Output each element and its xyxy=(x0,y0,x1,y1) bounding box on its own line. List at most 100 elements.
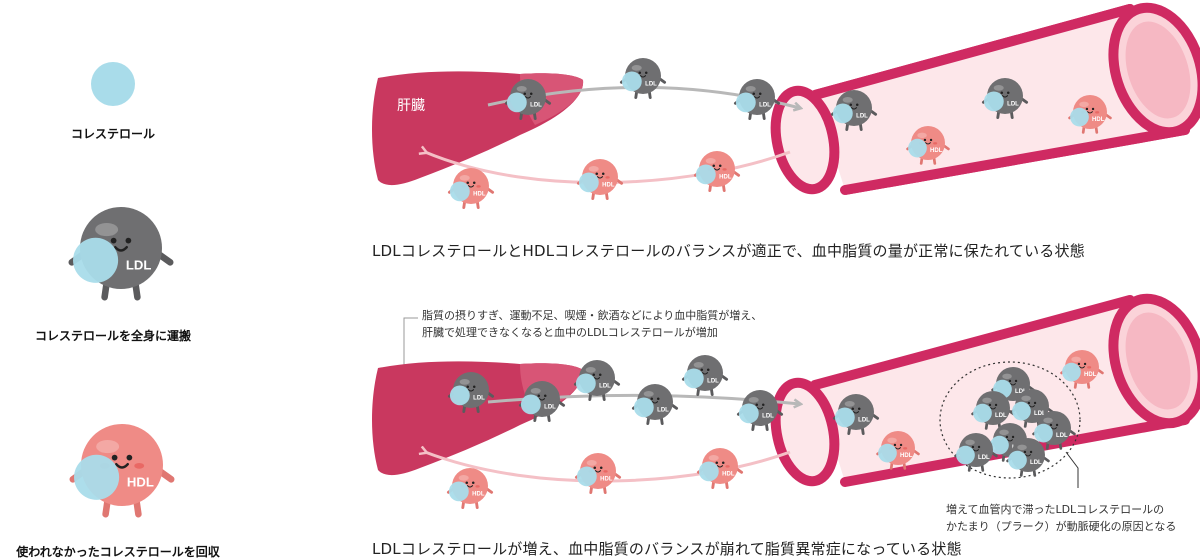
hdl-particle-top-8: HDL xyxy=(693,151,741,193)
cholesterol-ball xyxy=(878,443,897,463)
hdl-legend-label: 使われなかったコレステロールを回収 xyxy=(16,545,220,559)
top-caption: LDLコレステロールとHDLコレステロールのバランスが適正で、血中脂質の量が正常… xyxy=(372,242,1085,260)
ldl-legend-character: LDL xyxy=(68,207,174,301)
ldl-particle-top-1: LDL xyxy=(619,58,667,100)
particle-badge-text: HDL xyxy=(900,453,913,459)
bottom-panel: LDL LDL LDL LDL LDL LDL LDL HDL HDL LDL LDL LDL LDL L… xyxy=(372,293,1200,510)
particle-badge-text: HDL xyxy=(1092,117,1105,123)
legend: LDL HDL xyxy=(68,62,175,518)
particle-badge-text: HDL xyxy=(473,191,486,197)
bottom-cause-note: 脂質の摂りすぎ、運動不足、喫煙・飲酒などにより血中脂質が増え、 肝臓で処理できな… xyxy=(422,307,762,341)
cholesterol-ball xyxy=(956,445,975,465)
cholesterol-ball xyxy=(908,138,927,158)
cholesterol-ball xyxy=(448,481,469,502)
cholesterol-ball xyxy=(633,397,654,418)
cholesterol-ball xyxy=(834,407,855,428)
cholesterol-ball xyxy=(683,368,704,389)
cholesterol-ball xyxy=(1034,423,1053,443)
cholesterol-ball xyxy=(621,71,642,92)
particle-badge-text: LDL xyxy=(473,395,485,401)
cholesterol-ball xyxy=(738,403,759,424)
cholesterol-ball xyxy=(735,92,756,113)
ldl-particle-bottom-2: LDL xyxy=(573,360,621,402)
cholesterol-legend-icon xyxy=(91,62,135,106)
cholesterol-ball xyxy=(73,237,119,283)
particle-badge-text: HDL xyxy=(127,474,154,489)
particle-badge-text: HDL xyxy=(722,471,735,477)
cholesterol-ball xyxy=(983,91,1004,112)
particle-badge-text: LDL xyxy=(544,404,556,410)
bottom-cause-note-line-2: 肝臓で処理できなくなると血中のLDLコレステロールが増加 xyxy=(422,326,718,339)
cholesterol-legend-label: コレステロール xyxy=(70,127,156,141)
plaque-note-line-1: 増えて血管内で滞ったLDLコレステロールの xyxy=(946,503,1165,516)
ldl-particle-top-0: LDL xyxy=(504,79,552,121)
cholesterol-ball xyxy=(449,181,470,202)
particle-badge-text: LDL xyxy=(978,455,990,461)
cholesterol-ball xyxy=(1070,107,1089,127)
plaque-note: 増えて血管内で滞ったLDLコレステロールの かたまり（プラーク）が動脈硬化の原因… xyxy=(946,501,1176,535)
particle-badge-text: LDL xyxy=(657,407,669,413)
plaque-note-line-2: かたまり（プラーク）が動脈硬化の原因となる xyxy=(946,520,1177,533)
particle-badge-text: HDL xyxy=(600,476,613,482)
ldl-particle-top-4: LDL xyxy=(981,78,1029,120)
cholesterol-ball xyxy=(990,435,1009,455)
hdl-particle-bottom-7: HDL xyxy=(876,431,920,470)
hdl-particle-bottom-8: HDL xyxy=(1060,350,1104,389)
ldl-particle-bottom-0: LDL xyxy=(447,372,495,414)
particle-badge-text: LDL xyxy=(1007,101,1019,107)
particle-badge-text: HDL xyxy=(930,148,943,154)
cholesterol-ball xyxy=(973,403,992,423)
particle-badge-text: LDL xyxy=(858,417,870,423)
particle-badge-text: LDL xyxy=(645,81,657,87)
cholesterol-ball xyxy=(695,164,716,185)
bottom-caption: LDLコレステロールが増え、血中脂質のバランスが崩れて脂質異常症になっている状態 xyxy=(372,540,962,558)
hdl-particle-top-6: HDL xyxy=(906,126,950,165)
particle-badge-text: LDL xyxy=(707,378,719,384)
particle-badge-text: LDL xyxy=(759,102,771,108)
ldl-particle-top-2: LDL xyxy=(733,79,781,121)
cholesterol-ball xyxy=(698,461,719,482)
hdl-particle-bottom-16: HDL xyxy=(446,468,494,510)
cholesterol-ball xyxy=(832,103,853,124)
ldl-legend-label: コレステロールを全身に運搬 xyxy=(34,329,192,343)
blood-vessel-top xyxy=(770,2,1200,195)
particle-badge-text: HDL xyxy=(602,182,615,188)
cholesterol-ball xyxy=(1062,362,1081,382)
hdl-legend-character: HDL xyxy=(69,424,175,518)
hdl-particle-top-9: HDL xyxy=(447,168,495,210)
particle-badge-text: LDL xyxy=(126,257,151,272)
ldl-particle-bottom-6: LDL xyxy=(832,394,880,436)
hdl-particle-bottom-17: HDL xyxy=(574,453,622,495)
cholesterol-ball xyxy=(578,172,599,193)
particle-badge-text: LDL xyxy=(1030,460,1042,466)
ldl-particle-bottom-15: LDL xyxy=(1006,438,1050,477)
particle-badge-text: LDL xyxy=(995,413,1007,419)
particle-badge-text: LDL xyxy=(530,102,542,108)
particle-badge-text: HDL xyxy=(719,174,732,180)
plaque-leader-line xyxy=(1065,451,1079,488)
cholesterol-ball xyxy=(1012,401,1031,421)
particle-badge-text: LDL xyxy=(762,413,774,419)
particle-badge-text: HDL xyxy=(1084,372,1097,378)
ldl-particle-bottom-4: LDL xyxy=(681,355,729,397)
particle-badge-text: HDL xyxy=(472,491,485,497)
ldl-particle-bottom-3: LDL xyxy=(631,384,679,426)
cholesterol-ball xyxy=(575,373,596,394)
cholesterol-ball xyxy=(449,385,470,406)
ldl-particle-bottom-11: LDL xyxy=(1010,389,1054,428)
cholesterol-ball xyxy=(74,454,120,500)
cholesterol-ball xyxy=(520,394,541,415)
particle-badge-text: LDL xyxy=(1015,389,1027,395)
ldl-particle-bottom-10: LDL xyxy=(971,391,1015,430)
cholesterol-ball xyxy=(506,92,527,113)
hdl-particle-top-7: HDL xyxy=(576,159,624,201)
cholesterol-ball xyxy=(576,466,597,487)
particle-badge-text: LDL xyxy=(1056,433,1068,439)
hdl-particle-bottom-18: HDL xyxy=(696,448,744,490)
particle-badge-text: LDL xyxy=(856,113,868,119)
ldl-particle-bottom-5: LDL xyxy=(736,390,784,432)
hdl-particle-top-5: HDL xyxy=(1068,95,1112,134)
ldl-particle-top-3: LDL xyxy=(830,90,878,132)
ldl-particle-bottom-14: LDL xyxy=(954,433,998,472)
